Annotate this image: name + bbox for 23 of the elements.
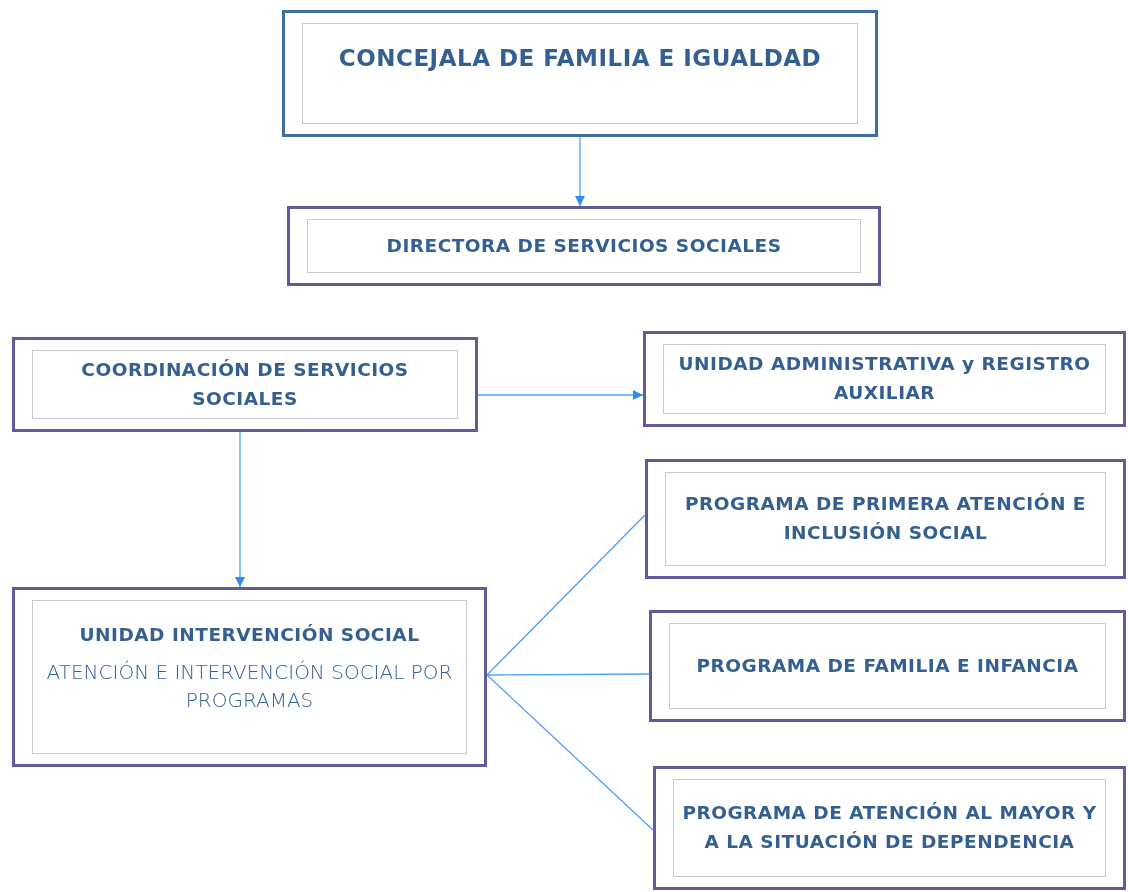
box-title: PROGRAMA DE ATENCIÓN AL MAYOR Y A LA SITUACIÓN DE DEPENDENCIA — [682, 801, 1097, 854]
org-box — [649, 610, 1126, 722]
org-box — [12, 587, 487, 767]
box-title: COORDINACIÓN DE SERVICIOS SOCIALES — [80, 357, 410, 411]
org-box — [282, 10, 878, 137]
box-title: PROGRAMA DE FAMILIA E INFANCIA — [696, 653, 1079, 678]
connector-line — [486, 514, 646, 676]
org-box — [653, 766, 1126, 890]
connector-line — [486, 674, 654, 831]
org-box — [645, 459, 1126, 579]
box-title: CONCEJALA DE FAMILIA E IGUALDAD — [337, 43, 823, 73]
box-title: UNIDAD ADMINISTRATIVA y REGISTRO AUXILIAR — [677, 352, 1092, 405]
arrow — [235, 431, 245, 588]
box-title: PROGRAMA DE PRIMERA ATENCIÓN E INCLUSIÓN SOCIAL — [684, 492, 1087, 545]
box-description: ATENCIÓN E INTERVENCIÓN SOCIAL POR PROGRAMAS — [45, 658, 454, 714]
org-box — [287, 206, 881, 286]
arrow — [575, 136, 585, 207]
box-title: DIRECTORA DE SERVICIOS SOCIALES — [386, 233, 782, 258]
box-title: UNIDAD INTERVENCIÓN SOCIAL — [79, 623, 420, 647]
connector-line — [486, 673, 650, 676]
org-box — [12, 337, 478, 432]
arrow — [477, 390, 644, 400]
org-box — [643, 331, 1126, 427]
